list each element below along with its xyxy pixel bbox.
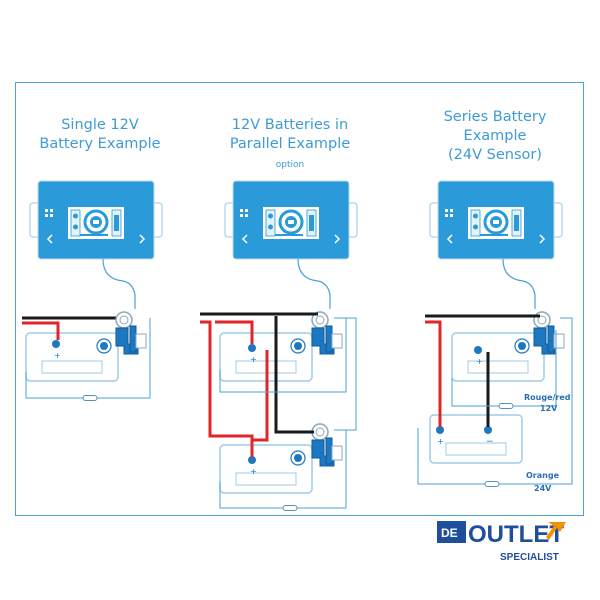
svg-text:+: + xyxy=(250,355,257,364)
title-line: (24V Sensor) xyxy=(448,147,542,163)
outlet-specialist-logo: DE OUTLET SPECIALIST xyxy=(437,521,566,563)
negative-terminal xyxy=(290,450,306,466)
inline-fuse xyxy=(484,481,500,487)
sense-loop-24v xyxy=(417,317,573,485)
svg-text:+: + xyxy=(54,351,61,360)
title-line: Example xyxy=(463,128,527,144)
battery-monitor xyxy=(223,179,359,261)
negative-wire xyxy=(274,316,314,434)
positive-bridge xyxy=(252,350,269,442)
title-line: Series Battery xyxy=(443,109,547,125)
title-line: Parallel Example xyxy=(229,136,351,152)
positive-wire xyxy=(200,320,254,457)
label-rouge-red: Rouge/red xyxy=(524,393,571,402)
logo-de-box xyxy=(437,521,466,543)
svg-text:+: + xyxy=(437,437,444,446)
positive-wire xyxy=(215,320,254,344)
panel-title-single: Single 12V Battery Example xyxy=(30,116,170,154)
negative-terminal xyxy=(514,338,530,354)
option-note: option xyxy=(275,160,305,170)
label-12v: 12V xyxy=(540,404,558,413)
single-battery-panel: + xyxy=(22,179,164,401)
svg-text:−: − xyxy=(486,437,494,447)
panel-title-parallel: 12V Batteries in Parallel Example xyxy=(215,116,365,154)
positive-terminal xyxy=(474,346,482,354)
negative-terminal xyxy=(290,338,306,354)
logo-specialist: SPECIALIST xyxy=(500,552,559,563)
inline-fuse xyxy=(82,395,98,401)
logo-de: DE xyxy=(441,526,458,540)
svg-text:+: + xyxy=(250,467,257,476)
inline-fuse xyxy=(498,403,514,409)
title-line: Battery Example xyxy=(39,136,161,152)
sense-loop xyxy=(219,317,357,398)
panel-title-series: Series Battery Example (24V Sensor) xyxy=(420,108,570,165)
title-line: Single 12V xyxy=(61,117,139,133)
sensor-cable xyxy=(102,258,136,309)
series-battery-panel: + + − Rouge/red 12V Orange 24V xyxy=(417,179,573,493)
negative-terminal xyxy=(96,338,112,354)
label-orange: Orange xyxy=(526,471,560,480)
sensor-cable xyxy=(502,258,536,309)
battery-monitor xyxy=(428,179,564,261)
positive-terminal xyxy=(436,426,444,434)
parallel-battery-panel: + + xyxy=(200,179,359,511)
positive-terminal xyxy=(248,456,256,464)
positive-wire xyxy=(425,320,442,427)
inline-fuse xyxy=(282,505,298,511)
negative-terminal-lower xyxy=(484,426,492,434)
svg-text:+: + xyxy=(476,357,483,366)
label-24v: 24V xyxy=(534,484,552,493)
logo-arrow-icon xyxy=(546,522,566,540)
battery-upper xyxy=(451,332,545,382)
positive-terminal xyxy=(248,344,256,352)
positive-wire xyxy=(22,321,60,340)
battery-lower xyxy=(429,414,523,464)
battery-monitor xyxy=(28,179,164,261)
shunt-sensor xyxy=(115,311,147,355)
title-line: 12V Batteries in xyxy=(231,117,349,133)
diagram-frame xyxy=(15,82,584,516)
sensor-cable xyxy=(297,258,331,309)
positive-terminal xyxy=(52,340,60,348)
